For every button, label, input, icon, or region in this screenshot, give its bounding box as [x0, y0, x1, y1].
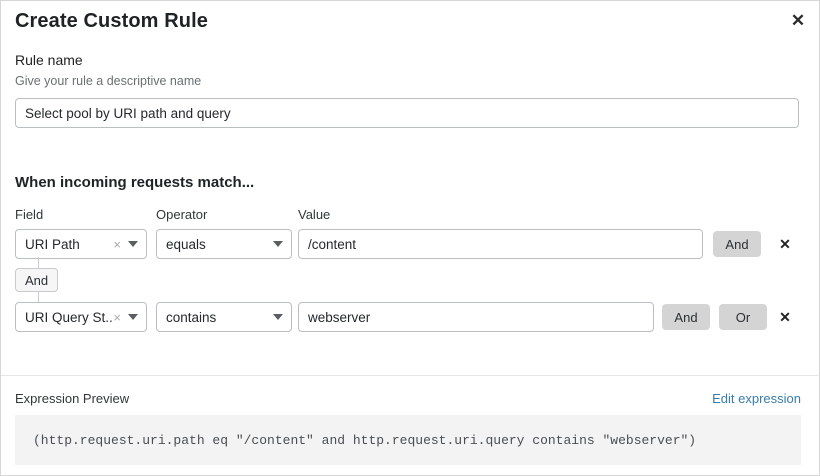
operator-select-1[interactable]: equals	[156, 229, 292, 259]
rule-name-section: Rule name Give your rule a descriptive n…	[15, 51, 801, 128]
remove-condition-icon-row-1[interactable]: ✕	[779, 235, 791, 252]
column-label-field: Field	[15, 207, 44, 222]
condition-row: URI Query St... × contains And Or ✕	[1, 301, 820, 333]
chevron-down-icon[interactable]	[128, 241, 138, 247]
field-select-1[interactable]: URI Path ×	[15, 229, 147, 259]
chevron-down-icon[interactable]	[128, 314, 138, 320]
connector-and-badge[interactable]: And	[15, 268, 59, 292]
remove-condition-icon-row-2[interactable]: ✕	[779, 308, 791, 325]
rule-name-input[interactable]	[15, 98, 799, 128]
value-input-2[interactable]	[298, 302, 654, 332]
page-title: Create Custom Rule	[15, 10, 208, 32]
operator-select-2-value: contains	[166, 309, 217, 325]
and-button-row-1[interactable]: And	[713, 231, 761, 257]
column-label-operator: Operator	[156, 207, 208, 222]
rule-name-hint: Give your rule a descriptive name	[15, 74, 202, 88]
or-button-row-2[interactable]: Or	[719, 304, 767, 330]
expression-preview-label: Expression Preview	[15, 391, 130, 406]
match-section-heading: When incoming requests match...	[15, 174, 255, 191]
section-divider	[1, 375, 820, 376]
value-input-1[interactable]	[298, 229, 703, 259]
clear-icon[interactable]: ×	[113, 309, 121, 325]
operator-select-2[interactable]: contains	[156, 302, 292, 332]
field-select-2[interactable]: URI Query St... ×	[15, 302, 147, 332]
and-button-row-2[interactable]: And	[662, 304, 710, 330]
edit-expression-link[interactable]: Edit expression	[712, 391, 801, 406]
rule-name-label: Rule name	[15, 52, 83, 68]
condition-row: URI Path × equals And ✕	[1, 228, 820, 260]
condition-column-labels: Field Operator Value	[1, 207, 820, 225]
condition-connector: And	[1, 257, 161, 303]
field-select-1-value: URI Path	[25, 236, 80, 252]
operator-select-1-value: equals	[166, 236, 206, 252]
close-icon[interactable]: ✕	[790, 10, 806, 30]
chevron-down-icon[interactable]	[273, 314, 283, 320]
clear-icon[interactable]: ×	[113, 236, 121, 252]
chevron-down-icon[interactable]	[273, 241, 283, 247]
field-select-2-value: URI Query St...	[25, 309, 114, 325]
column-label-value: Value	[298, 207, 331, 222]
expression-preview-code: (http.request.uri.path eq "/content" and…	[15, 415, 801, 465]
